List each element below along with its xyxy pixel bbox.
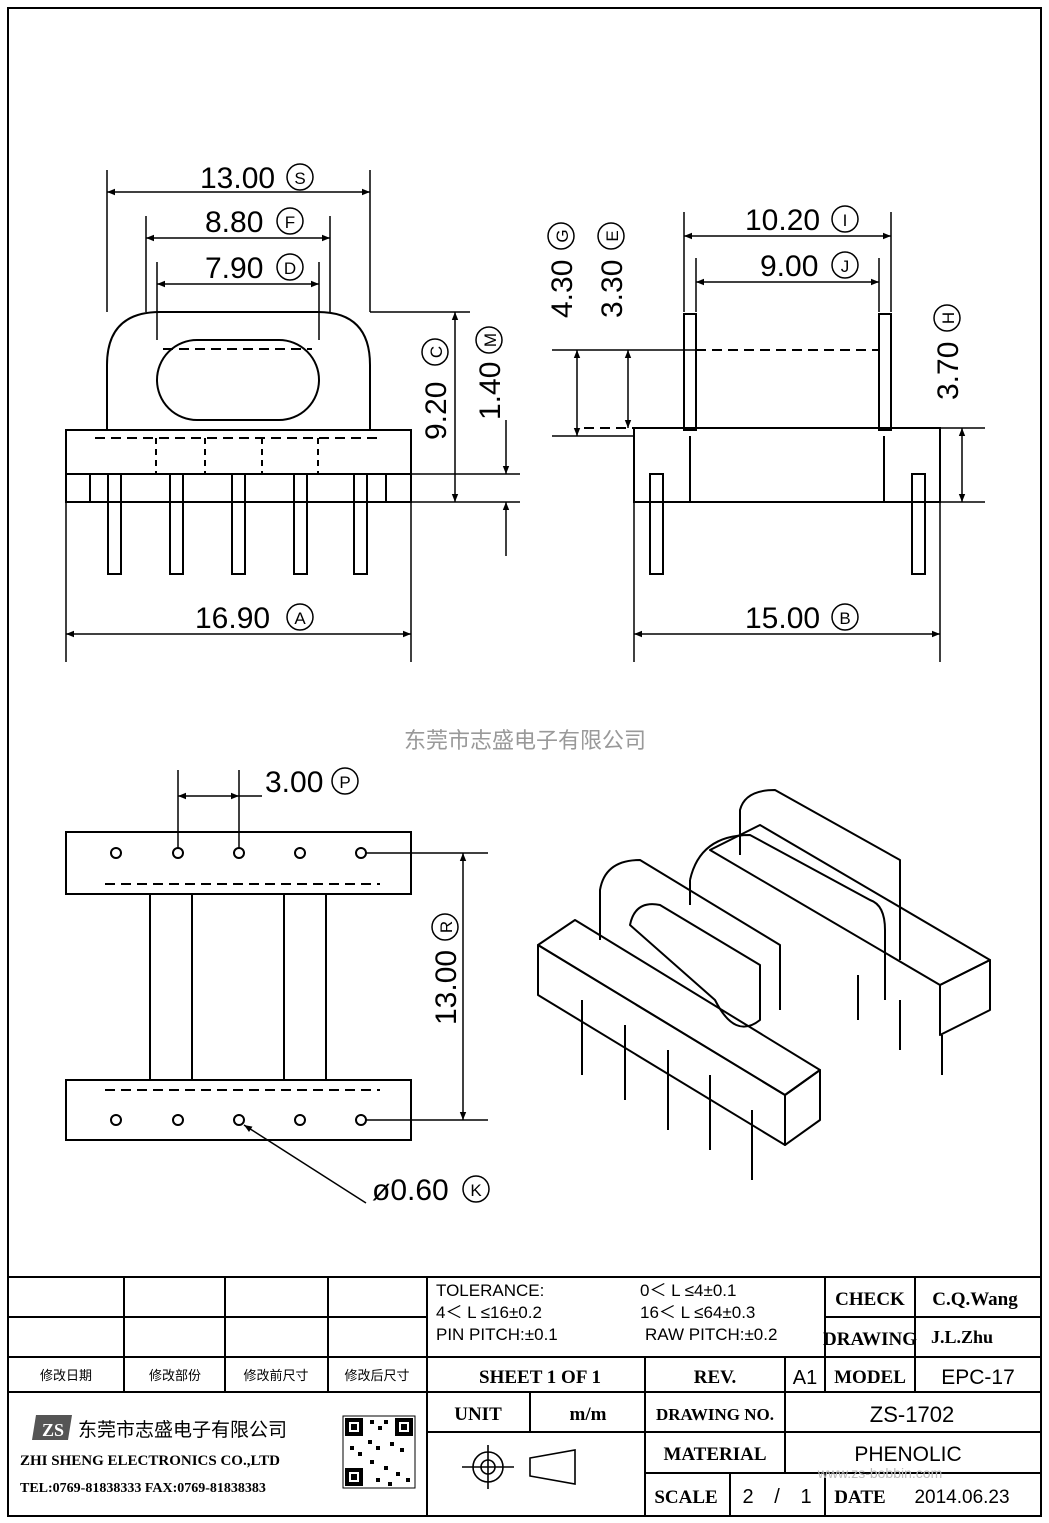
- dim-j-value: 9.00: [760, 250, 818, 283]
- check-label: CHECK: [835, 1289, 905, 1310]
- isometric-view: [537, 789, 991, 1180]
- unit-value: m/m: [570, 1404, 607, 1425]
- rev-label: REV.: [694, 1367, 736, 1388]
- unit-label: UNIT: [454, 1404, 502, 1425]
- dim-a-tag: A: [294, 609, 306, 628]
- dim-m-value: 1.40: [474, 362, 507, 420]
- tolerance-2: 4＜ L ≤16±0.2: [436, 1303, 542, 1322]
- dim-p-value: 3.00: [265, 766, 323, 799]
- dim-k-value: ø0.60: [372, 1174, 449, 1207]
- dim-d-value: 7.90: [205, 252, 263, 285]
- dim-s-value: 13.00: [200, 162, 275, 195]
- dim-j-tag: J: [841, 257, 850, 276]
- side-view-dims: [552, 212, 985, 662]
- scale-label: SCALE: [654, 1487, 717, 1508]
- dim-b-tag: B: [839, 609, 850, 628]
- dim-h-tag: H: [939, 312, 958, 324]
- company-name-cn: 东莞市志盛电子有限公司: [78, 1419, 287, 1441]
- dim-c-value: 9.20: [420, 382, 453, 440]
- drawing-no-value: ZS-1702: [870, 1402, 954, 1427]
- rev-header-before: 修改前尺寸: [243, 1368, 308, 1383]
- material-label: MATERIAL: [663, 1444, 766, 1465]
- tolerance-1: 0＜ L ≤4±0.1: [640, 1281, 736, 1300]
- tolerance-label: TOLERANCE:: [436, 1281, 544, 1300]
- date-value: 2014.06.23: [914, 1487, 1009, 1508]
- drawing-no-label: DRAWING NO.: [656, 1405, 774, 1424]
- dim-f-tag: F: [285, 213, 295, 232]
- drawing-value: J.L.Zhu: [931, 1327, 993, 1347]
- projection-symbol-icon: [462, 1445, 576, 1489]
- tolerance-3: 16＜ L ≤64±0.3: [640, 1303, 755, 1322]
- rev-value: A1: [793, 1367, 817, 1389]
- dim-e-tag: E: [603, 230, 622, 241]
- front-view-dims: [65, 170, 520, 662]
- scale-den: 1: [800, 1486, 811, 1508]
- dim-g-value: 4.30: [546, 260, 579, 318]
- drawing-label: DRAWING: [823, 1329, 917, 1350]
- dim-r-value: 13.00: [430, 950, 463, 1025]
- tolerance-pin: PIN PITCH:±0.1: [436, 1325, 558, 1344]
- dim-h-value: 3.70: [932, 342, 965, 400]
- url-watermark: www.zs-bobbin.com: [817, 1465, 943, 1481]
- dim-r-tag: R: [437, 921, 456, 933]
- sheet-border: [7, 7, 1042, 1517]
- sheet-text: SHEET 1 OF 1: [479, 1367, 601, 1388]
- dim-m-tag: M: [481, 333, 500, 347]
- dim-b-value: 15.00: [745, 602, 820, 635]
- logo-text: ZS: [42, 1420, 64, 1440]
- dimension-labels: 13.00 S 8.80 F 7.90 D 16.90 A 9.20 C 1.4…: [195, 162, 965, 1207]
- dim-c-tag: C: [427, 346, 446, 358]
- material-value: PHENOLIC: [854, 1443, 961, 1466]
- bottom-view-dims: [177, 770, 488, 1204]
- rev-header-date: 修改日期: [40, 1368, 92, 1383]
- dim-f-value: 8.80: [205, 206, 263, 239]
- scale-sep: /: [774, 1486, 780, 1508]
- company-contact: TEL:0769-81838333 FAX:0769-81838383: [20, 1481, 266, 1496]
- title-block-grid: [8, 1276, 1041, 1516]
- tolerance-raw: RAW PITCH:±0.2: [645, 1325, 777, 1344]
- scale-num: 2: [742, 1486, 753, 1508]
- rev-header-part: 修改部份: [149, 1368, 201, 1383]
- dim-e-value: 3.30: [596, 260, 629, 318]
- front-view: [65, 311, 412, 575]
- dim-i-tag: I: [843, 211, 848, 230]
- dim-p-tag: P: [339, 773, 350, 792]
- dim-a-value: 16.90: [195, 602, 270, 635]
- model-label: MODEL: [834, 1367, 906, 1388]
- side-view: [584, 313, 941, 575]
- dim-d-tag: D: [284, 259, 296, 278]
- company-name-en: ZHI SHENG ELECTRONICS CO.,LTD: [20, 1453, 280, 1469]
- title-block-text: 修改日期 修改部份 修改前尺寸 修改后尺寸 TOLERANCE: 0＜ L ≤4…: [20, 1281, 1018, 1508]
- date-label: DATE: [834, 1487, 885, 1508]
- dim-g-tag: G: [553, 229, 572, 242]
- model-value: EPC-17: [941, 1366, 1015, 1389]
- watermark-text: 东莞市志盛电子有限公司: [404, 728, 646, 753]
- company-logo-icon: [32, 1415, 72, 1440]
- check-value: C.Q.Wang: [932, 1289, 1018, 1310]
- qr-code-icon: [342, 1415, 416, 1489]
- dim-k-tag: K: [470, 1181, 482, 1200]
- dim-s-tag: S: [294, 169, 305, 188]
- rev-header-after: 修改后尺寸: [344, 1368, 409, 1383]
- dim-i-value: 10.20: [745, 204, 820, 237]
- bottom-view: [65, 831, 412, 1141]
